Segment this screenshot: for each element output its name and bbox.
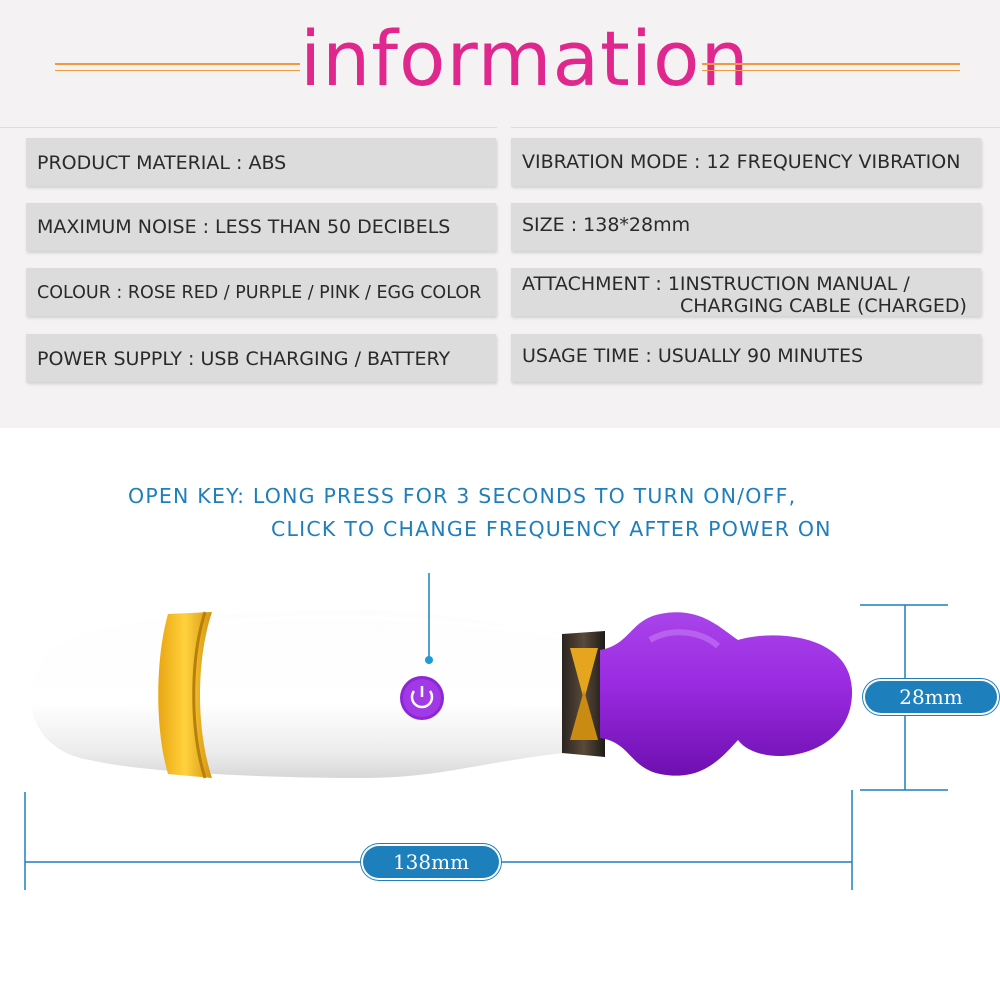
title-decoration-line-left — [55, 63, 300, 65]
handle-body — [30, 610, 571, 778]
spec-text: USAGE TIME : USUALLY 90 MINUTES — [522, 345, 864, 367]
spec-size: SIZE : 138*28mm — [511, 203, 981, 251]
spec-text: POWER SUPPLY : USB CHARGING / BATTERY — [37, 348, 451, 370]
divider-left — [0, 127, 497, 128]
spec-text: PRODUCT MATERIAL : ABS — [37, 152, 287, 174]
button-pointer-dot — [425, 656, 433, 664]
spec-colour: COLOUR : ROSE RED / PURPLE / PINK / EGG … — [26, 268, 496, 316]
spec-text: SIZE : 138*28mm — [522, 214, 691, 236]
spec-product-material: PRODUCT MATERIAL : ABS — [26, 138, 496, 186]
page-title: information — [300, 14, 750, 103]
spec-text: VIBRATION MODE : 12 FREQUENCY VIBRATION — [522, 151, 961, 173]
width-dimension-label: 28mm — [865, 681, 997, 713]
spec-attachment: ATTACHMENT : 1INSTRUCTION MANUAL / CHARG… — [511, 268, 981, 317]
divider-right — [511, 127, 1000, 128]
spec-text: MAXIMUM NOISE : LESS THAN 50 DECIBELS — [37, 216, 451, 238]
spec-usage-time: USAGE TIME : USUALLY 90 MINUTES — [511, 334, 981, 382]
handle-highlight — [209, 615, 561, 638]
spec-text-line2: CHARGING CABLE (CHARGED) — [680, 295, 967, 317]
spec-vibration-mode: VIBRATION MODE : 12 FREQUENCY VIBRATION — [511, 138, 981, 186]
power-button — [400, 676, 444, 720]
gold-band — [158, 612, 212, 778]
title-decoration-line-right-lower — [702, 70, 960, 71]
spec-text-line1: ATTACHMENT : 1INSTRUCTION MANUAL / — [522, 273, 910, 295]
power-icon — [410, 686, 434, 709]
spec-text: COLOUR : ROSE RED / PURPLE / PINK / EGG … — [37, 283, 482, 303]
purple-head-shine — [648, 629, 720, 649]
purple-head — [600, 612, 853, 776]
title-decoration-line-left-lower — [55, 70, 300, 71]
collar-gold-facet-lower — [570, 690, 598, 740]
product-illustration — [24, 573, 948, 890]
spec-maximum-noise: MAXIMUM NOISE : LESS THAN 50 DECIBELS — [26, 203, 496, 251]
open-key-instruction-line1: OPEN KEY: LONG PRESS FOR 3 SECONDS TO TU… — [128, 484, 797, 508]
title-decoration-line-right — [702, 63, 960, 65]
info-panel: information PRODUCT MATERIAL : ABS MAXIM… — [0, 0, 1000, 428]
spec-power-supply: POWER SUPPLY : USB CHARGING / BATTERY — [26, 334, 496, 382]
collar-gold-facet — [570, 648, 598, 700]
length-dimension-label: 138mm — [363, 846, 499, 878]
gold-band-edge — [192, 611, 207, 779]
open-key-instruction-line2: CLICK TO CHANGE FREQUENCY AFTER POWER ON — [271, 517, 832, 541]
